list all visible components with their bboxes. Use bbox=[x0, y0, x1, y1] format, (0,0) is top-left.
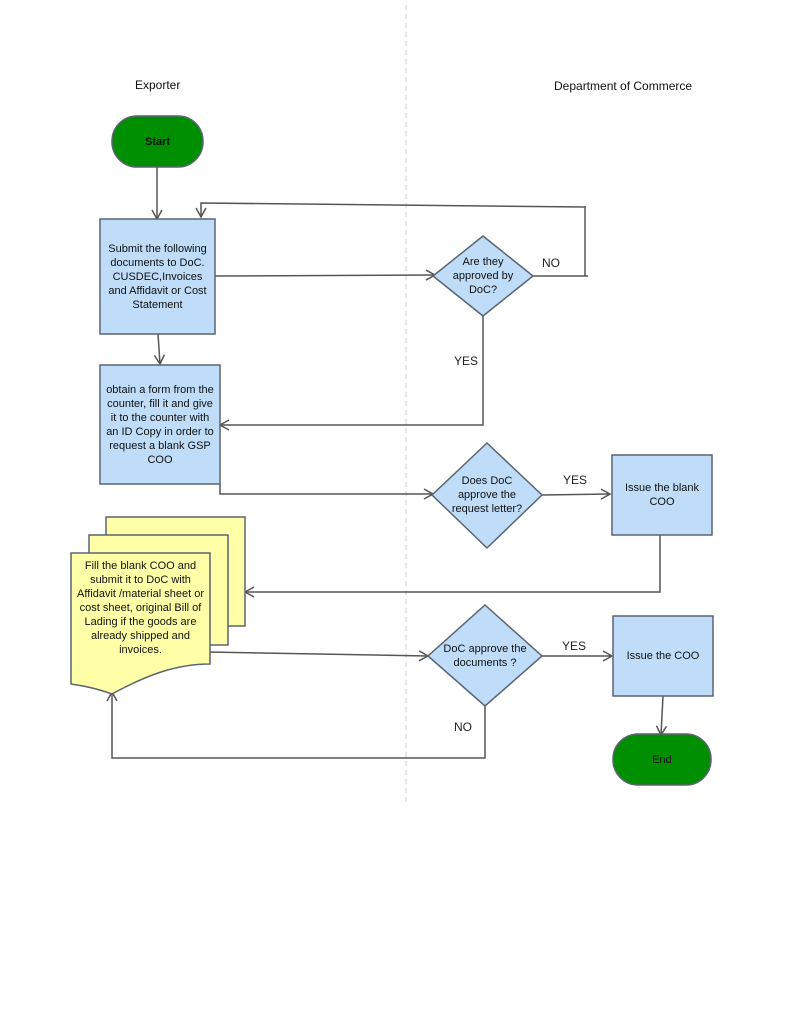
approved-decision-label: Are they approved by DoC? bbox=[452, 256, 514, 296]
start-terminal bbox=[111, 115, 204, 168]
edge-form-to-request-letter bbox=[219, 484, 435, 500]
edge-fill-to-approve-docs bbox=[207, 650, 430, 662]
edge-request-yes-to-issue-blank bbox=[541, 488, 612, 500]
lane-label-department: Department of Commerce bbox=[554, 79, 693, 93]
edge-issue-blank-to-fill bbox=[243, 535, 661, 598]
end-terminal bbox=[612, 733, 712, 786]
end-label: End bbox=[652, 753, 672, 766]
edge-approved-no-back bbox=[195, 202, 586, 219]
approved-decision bbox=[431, 235, 535, 317]
fill-blank-coo-document bbox=[70, 516, 246, 695]
edge-submit-to-form bbox=[153, 333, 166, 366]
issue-blank-coo-label: Issue the blank COO bbox=[625, 482, 699, 508]
request-letter-decision bbox=[430, 441, 544, 550]
edge-label-yes-approved: YES bbox=[454, 354, 479, 368]
obtain-form-label: obtain a form from the counter, fill it … bbox=[106, 383, 214, 466]
issue-coo-label: Issue the COO bbox=[626, 650, 700, 662]
edge-approve-no-back bbox=[106, 690, 486, 759]
approve-documents-decision-label: DoC approve the documents ? bbox=[443, 643, 527, 669]
approve-documents-decision bbox=[426, 603, 544, 707]
edge-submit-to-approved bbox=[214, 269, 437, 281]
edge-label-no-documents: NO bbox=[454, 720, 472, 734]
edge-label-yes-request: YES bbox=[563, 473, 588, 487]
edge-issue-to-end bbox=[655, 695, 668, 737]
lane-label-exporter: Exporter bbox=[135, 78, 181, 92]
fill-blank-coo-label: Fill the blank COO and submit it to DoC … bbox=[77, 560, 204, 656]
issue-blank-coo-box bbox=[611, 454, 713, 536]
edge-label-no-approved: NO bbox=[542, 256, 560, 270]
obtain-form-box bbox=[99, 364, 221, 485]
request-letter-decision-label: Does DoC approve the request letter? bbox=[451, 475, 523, 515]
edge-label-yes-documents: YES bbox=[562, 639, 587, 653]
edge-approved-yes-to-form bbox=[218, 316, 484, 431]
submit-documents-label: Submit the following documents to DoC. C… bbox=[108, 242, 207, 311]
issue-coo-box bbox=[612, 615, 714, 697]
submit-documents-box bbox=[99, 218, 216, 335]
start-label: Start bbox=[144, 135, 171, 148]
